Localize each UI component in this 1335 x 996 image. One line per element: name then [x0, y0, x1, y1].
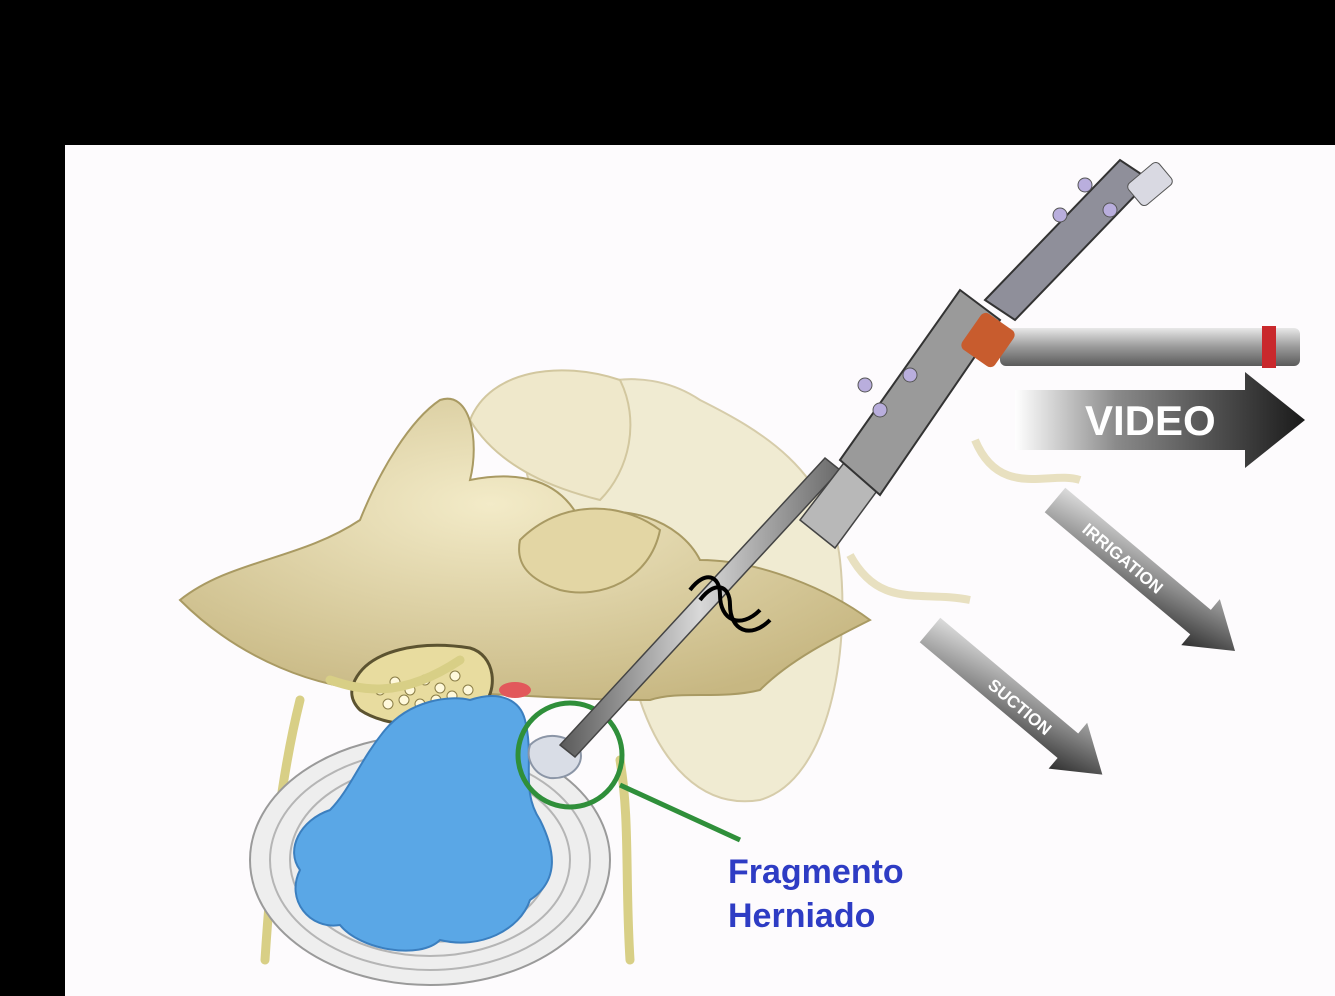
cable-red-ring: [1262, 326, 1276, 368]
video-label: VIDEO: [1085, 397, 1216, 444]
caption: Fragmento Herniado: [728, 850, 904, 938]
caption-line-1: Fragmento: [728, 850, 904, 894]
video-cable: [1000, 328, 1300, 366]
caption-line-2: Herniado: [728, 894, 904, 938]
red-vessel: [499, 682, 531, 698]
